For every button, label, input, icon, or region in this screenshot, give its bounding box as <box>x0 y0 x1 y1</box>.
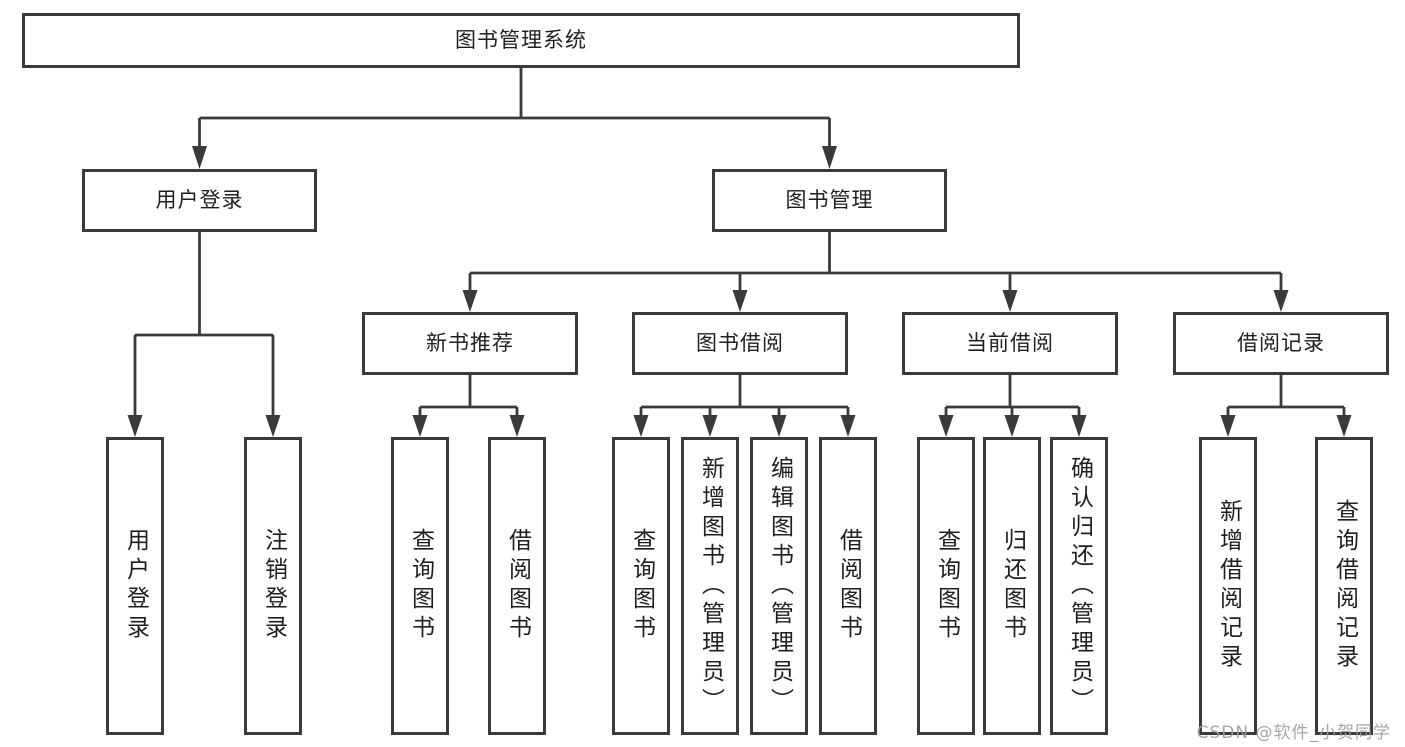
node-borrow-record: 借阅记录 <box>1173 312 1389 375</box>
node-leaf-borrow-book-2: 借阅图书 <box>819 437 877 735</box>
node-book-borrow: 图书借阅 <box>632 312 848 375</box>
node-leaf-user-login: 用户登录 <box>106 437 164 735</box>
node-library-management-system: 图书管理系统 <box>22 13 1020 68</box>
node-current-borrow: 当前借阅 <box>902 312 1118 375</box>
node-leaf-borrow-book-1: 借阅图书 <box>488 437 546 735</box>
node-leaf-query-book-2: 查询图书 <box>612 437 670 735</box>
node-user-login: 用户登录 <box>82 169 317 232</box>
csdn-watermark: CSDN @软件_小贺同学 <box>1196 723 1391 743</box>
node-leaf-edit-book-admin: 编辑图书（管理员） <box>750 437 808 735</box>
node-book-management: 图书管理 <box>712 169 947 232</box>
arrowheads <box>127 146 1352 437</box>
node-leaf-logout: 注销登录 <box>244 437 302 735</box>
node-new-book-recommend: 新书推荐 <box>362 312 578 375</box>
node-leaf-query-book-3: 查询图书 <box>917 437 975 735</box>
node-leaf-query-book-1: 查询图书 <box>391 437 449 735</box>
node-leaf-return-book: 归还图书 <box>983 437 1041 735</box>
node-leaf-add-book-admin: 新增图书（管理员） <box>681 437 739 735</box>
node-leaf-add-borrow-record: 新增借阅记录 <box>1199 437 1257 735</box>
node-leaf-query-borrow-record: 查询借阅记录 <box>1315 437 1373 735</box>
node-leaf-confirm-return-admin: 确认归还（管理员） <box>1050 437 1108 735</box>
